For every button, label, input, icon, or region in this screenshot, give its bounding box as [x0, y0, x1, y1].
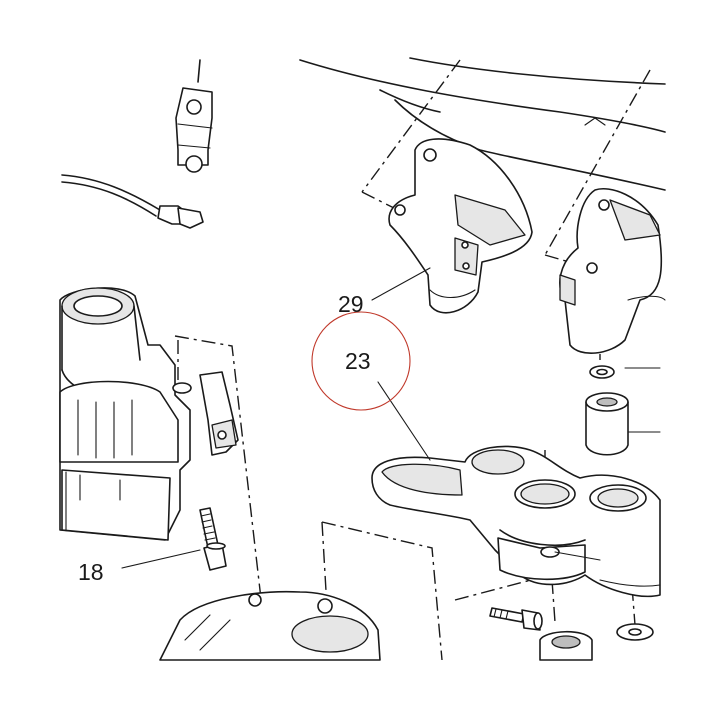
ignition-switch-assembly	[59, 287, 239, 541]
cable-connector	[61, 174, 204, 229]
triple-clamp-part-23	[371, 445, 661, 598]
nut-washer-lower	[539, 623, 654, 661]
callout-18: 18	[78, 559, 104, 585]
bolt-lower	[489, 607, 543, 631]
bracket-part-29	[388, 138, 533, 314]
screw-part-18	[199, 507, 227, 571]
fairing-edge	[299, 57, 666, 191]
leader-lines	[121, 267, 431, 569]
highlight-circle	[311, 311, 411, 411]
callout-29: 29	[338, 291, 364, 317]
bracket-right	[559, 188, 666, 355]
wire-clip-component	[175, 59, 213, 173]
lower-housing	[159, 590, 381, 661]
washer-bushing	[585, 365, 661, 456]
callout-23: 23	[345, 348, 371, 374]
